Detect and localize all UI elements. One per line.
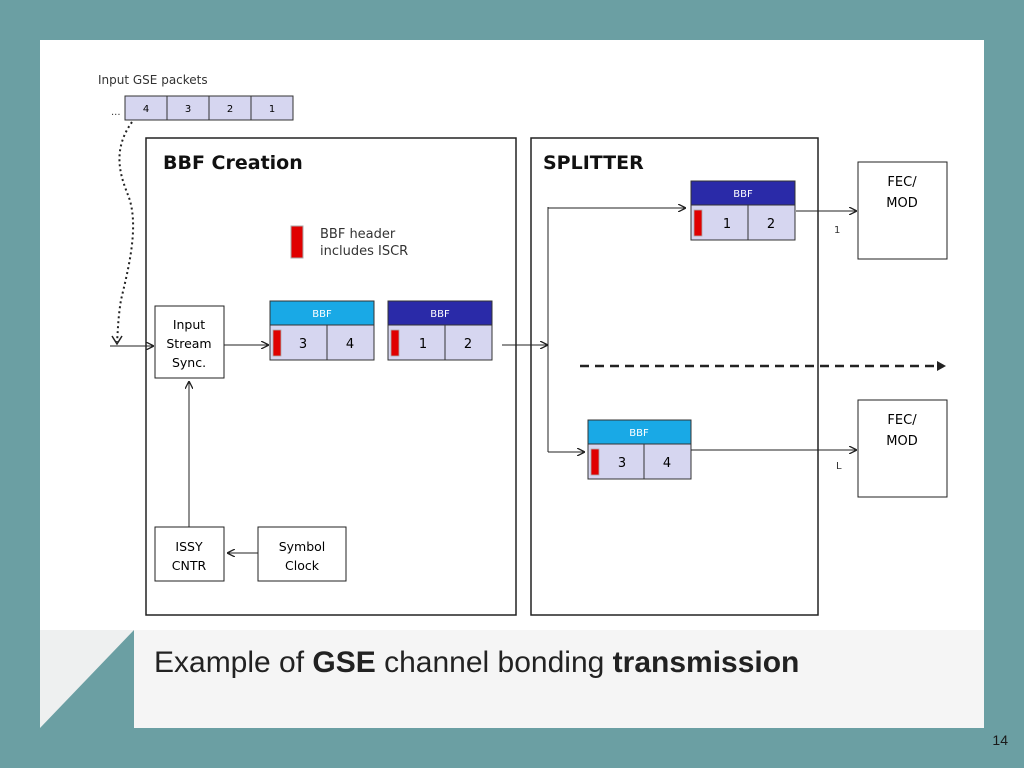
bbf-header-marker [390, 329, 400, 357]
channel-label-bottom: L [836, 461, 842, 472]
issy-line1: ISSY [175, 539, 203, 554]
bbf-b-cell: 2 [464, 337, 472, 352]
bbf-top-label: BBF [733, 189, 753, 200]
bbf-bottom-label: BBF [629, 428, 649, 439]
input-packet-cell: 2 [227, 104, 233, 115]
bbf-header-marker [693, 209, 703, 237]
bbf-frame-a: BBF 3 4 [269, 300, 375, 361]
bbf-creation-box [145, 137, 517, 616]
bbf-top-cell: 1 [723, 217, 731, 232]
bbf-creation-title: BBF Creation [163, 152, 303, 174]
dotted-input-path [116, 121, 135, 343]
fec-mod-box-top [857, 161, 948, 260]
page-number: 14 [992, 732, 1008, 748]
legend-line2: includes ISCR [320, 244, 408, 259]
input-stream-sync-box [154, 305, 225, 379]
input-packets-ellipsis: ... [111, 107, 121, 118]
bbf-bottom-cell: 4 [663, 456, 671, 471]
symbol-clock-box [257, 526, 347, 582]
bbf-header-marker [272, 329, 282, 357]
issy-cntr-box [154, 526, 225, 582]
page-fold [40, 630, 134, 728]
fec-top-line1: FEC/ [887, 175, 917, 190]
fec-top-line2: MOD [886, 196, 917, 211]
bbf-header-marker [590, 448, 600, 476]
fec-bottom-line1: FEC/ [887, 413, 917, 428]
bbf-bottom-cell: 3 [618, 456, 626, 471]
input-packet-cell: 3 [185, 104, 191, 115]
bbf-a-cell: 4 [346, 337, 354, 352]
caption-middle: channel bonding [375, 646, 613, 679]
input-packet-row: 4 3 2 1 [124, 95, 294, 121]
bbf-b-cell: 1 [419, 337, 427, 352]
caption-band [134, 630, 984, 728]
input-sync-line3: Sync. [172, 355, 206, 370]
caption-prefix: Example of [154, 646, 313, 679]
fec-bottom-line2: MOD [886, 434, 917, 449]
bbf-a-cell: 3 [299, 337, 307, 352]
caption-gse: GSE [312, 646, 376, 679]
bbf-top-cell: 2 [767, 217, 775, 232]
fec-mod-box-bottom [857, 399, 948, 498]
splitter-box [530, 137, 819, 616]
bbf-b-label: BBF [430, 309, 450, 320]
bbf-frame-b: BBF 1 2 [387, 300, 493, 361]
issy-line2: CNTR [172, 558, 207, 573]
legend-line1: BBF header [320, 227, 396, 242]
symbol-clock-line1: Symbol [279, 539, 326, 554]
symbol-clock-line2: Clock [285, 558, 320, 573]
input-sync-line1: Input [173, 317, 205, 332]
input-packet-cell: 1 [269, 104, 275, 115]
splitter-title: SPLITTER [543, 152, 644, 174]
bbf-frame-top: BBF 1 2 [690, 180, 796, 241]
caption-suffix: transmission [612, 646, 800, 679]
input-packets-label: Input GSE packets [98, 73, 208, 87]
header-legend-icon [290, 225, 304, 259]
slide-caption: Example of GSE channel bonding transmiss… [154, 646, 799, 680]
input-packet-cell: 4 [143, 104, 149, 115]
bbf-frame-bottom: BBF 3 4 [587, 419, 692, 480]
input-sync-line2: Stream [166, 336, 211, 351]
bbf-a-label: BBF [312, 309, 332, 320]
channel-label-top: 1 [834, 225, 840, 236]
